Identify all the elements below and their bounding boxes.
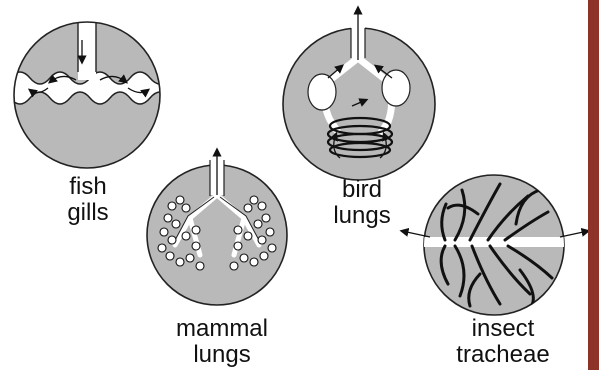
- fish-mouth-inlet: [78, 18, 96, 80]
- mammal-lungs-figure: [147, 150, 287, 305]
- insect-label-line2: tracheae: [448, 342, 558, 368]
- fish-gills-figure: [10, 18, 170, 168]
- bird-lungs-label: bird lungs: [322, 177, 402, 229]
- mammal-label-line1: mammal: [167, 316, 277, 342]
- accent-stripe: [588, 0, 599, 370]
- fish-label-line2: gills: [52, 200, 124, 226]
- mammal-label-line2: lungs: [167, 342, 277, 368]
- bird-lungs-figure: [283, 8, 435, 180]
- insect-label-line1: insect: [448, 316, 558, 342]
- bird-label-line1: bird: [322, 177, 402, 203]
- mammal-lungs-label: mammal lungs: [167, 316, 277, 368]
- bird-label-line2: lungs: [322, 203, 402, 229]
- insect-tracheae-label: insect tracheae: [448, 316, 558, 368]
- bird-posterior-air-sac: [382, 70, 410, 106]
- insect-tracheae-figure: [402, 175, 588, 315]
- fish-gills-label: fish gills: [52, 174, 124, 226]
- insect-main-trachea: [420, 237, 568, 247]
- fish-label-line1: fish: [52, 174, 124, 200]
- bird-anterior-air-sac: [308, 74, 336, 110]
